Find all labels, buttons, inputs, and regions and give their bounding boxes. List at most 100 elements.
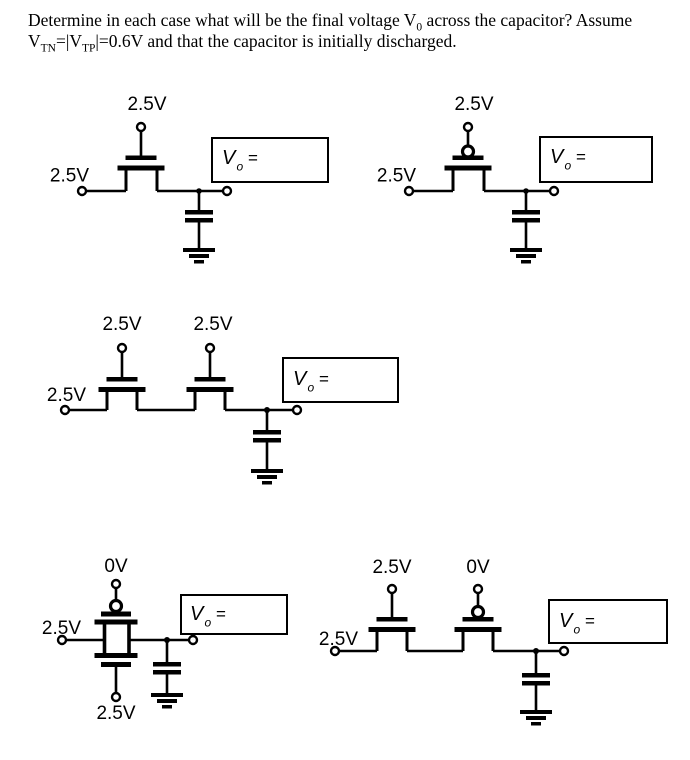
nmos-gate-voltage-label: 2.5V — [372, 557, 411, 578]
problem-line-1: Determine in each case what will be the … — [28, 10, 683, 34]
capacitor-plate — [153, 670, 181, 675]
pmos-bubble-icon — [460, 144, 476, 159]
capacitor-plate — [185, 218, 213, 223]
problem-text: V — [28, 30, 41, 51]
output-terminal — [548, 185, 560, 197]
input-voltage-label: 2.5V — [42, 618, 81, 639]
ground-bar — [151, 693, 183, 697]
nmos-gate-terminal — [110, 691, 122, 703]
capacitor-plate — [153, 662, 181, 667]
output-terminal — [558, 645, 570, 657]
input-voltage-label: 2.5V — [50, 166, 89, 187]
gate-terminal — [386, 583, 398, 595]
junction-dot — [523, 188, 529, 194]
vo-answer-box[interactable] — [539, 136, 653, 183]
nmos-transistor-symbol — [368, 583, 416, 651]
ground-bar — [510, 248, 542, 252]
vo-label-eq: = — [585, 612, 595, 631]
vo-label-sub: o — [308, 381, 315, 395]
vo-answer-box[interactable] — [282, 357, 399, 403]
gate-voltage-label: 2.5V — [127, 94, 166, 115]
vo-answer-group: V o = — [211, 137, 329, 183]
problem-line-2: VTN=|VTP|=0.6V and that the capacitor is… — [28, 30, 683, 54]
input-terminal — [76, 185, 88, 197]
gate-bar — [452, 155, 484, 160]
channel-bar — [98, 387, 146, 392]
input-voltage-label: 2.5V — [319, 629, 358, 650]
vo-answer-box[interactable] — [211, 137, 329, 183]
ground-icon — [520, 710, 552, 726]
input-voltage-label: 2.5V — [47, 385, 86, 406]
pmos-transistor-symbol — [454, 583, 502, 651]
ground-icon — [251, 469, 283, 485]
vtp-subscript: TP — [82, 42, 96, 54]
vo-answer-box[interactable] — [548, 599, 668, 644]
vo-label-v: V — [550, 146, 565, 168]
vo-label-eq: = — [248, 149, 258, 168]
pmos-gate-voltage-label: 0V — [104, 556, 128, 577]
vo-label-eq: = — [576, 148, 586, 167]
capacitor-plate — [185, 210, 213, 215]
problem-statement: Determine in each case what will be the … — [28, 10, 683, 54]
v0-subscript: 0 — [416, 21, 423, 34]
pmos-bubble-icon — [108, 598, 124, 614]
gate-bar — [376, 617, 408, 622]
ground-icon — [510, 248, 542, 264]
output-terminal — [221, 185, 233, 197]
vo-label-eq: = — [319, 370, 329, 389]
input-voltage-label: 2.5V — [377, 166, 416, 187]
pmos-channel-bar — [94, 619, 138, 625]
problem-text: =|V — [55, 30, 82, 51]
gate-bar — [125, 155, 157, 160]
vo-label-v: V — [293, 368, 308, 390]
channel-bar — [186, 387, 234, 392]
ground-bar — [189, 254, 209, 258]
ground-icon — [183, 248, 215, 264]
problem-text: Determine in each case what will be the … — [28, 10, 417, 30]
pmos-gate-terminal — [110, 578, 122, 590]
vo-label-sub: o — [565, 159, 572, 173]
vo-label-sub: o — [205, 616, 212, 630]
vo-label-v: V — [559, 610, 574, 632]
ground-bar — [531, 722, 541, 726]
nmos-channel-bar — [94, 653, 138, 658]
gate1-voltage-label: 2.5V — [102, 314, 141, 335]
pmos-gate-voltage-label: 0V — [466, 557, 490, 578]
gate-terminal — [135, 121, 147, 133]
ground-bar — [251, 469, 283, 473]
circuit-nmos-pmos-series: 2.5V 0V 2.5V — [319, 557, 668, 726]
pmos-gate-bar — [101, 611, 131, 617]
output-terminal — [291, 404, 303, 416]
vo-answer-group: V o = — [539, 136, 653, 183]
problem-text: |=0.6V and that the capacitor is initial… — [95, 30, 457, 51]
circuit-transmission-gate: 0V 2.5V 2.5V — [42, 556, 288, 724]
problem-text: across the capacitor? Assume — [422, 10, 633, 30]
transmission-gate-symbol — [94, 578, 138, 703]
capacitor-plate — [522, 681, 550, 686]
circuit-nmos-pass: 2.5V 2.5V V o = — [50, 94, 329, 264]
vo-answer-group: V o = — [282, 357, 399, 403]
pmos-bubble-icon — [470, 604, 486, 620]
gate-terminal — [472, 583, 484, 595]
gate-bar — [106, 377, 138, 382]
capacitor-plate — [253, 430, 281, 435]
vo-label-v: V — [222, 147, 237, 169]
vo-label-v: V — [190, 603, 205, 625]
vo-answer-group: V o = — [548, 599, 668, 644]
ground-bar — [526, 716, 546, 720]
input-terminal — [403, 185, 415, 197]
circuit-pmos-pass: 2.5V 2.5V V o — [377, 94, 653, 264]
vo-answer-box[interactable] — [180, 594, 288, 635]
ground-bar — [257, 475, 277, 479]
nmos-transistor-symbol — [117, 121, 165, 191]
capacitor-symbol — [512, 191, 540, 248]
capacitor-plate — [522, 673, 550, 678]
vo-label-sub: o — [574, 623, 581, 637]
ground-bar — [516, 254, 536, 258]
pmos-transistor-symbol — [444, 121, 492, 191]
nmos-transistor-symbol — [186, 342, 234, 410]
ground-bar — [520, 710, 552, 714]
gate-terminal — [116, 342, 128, 354]
gate-bar — [462, 617, 494, 622]
